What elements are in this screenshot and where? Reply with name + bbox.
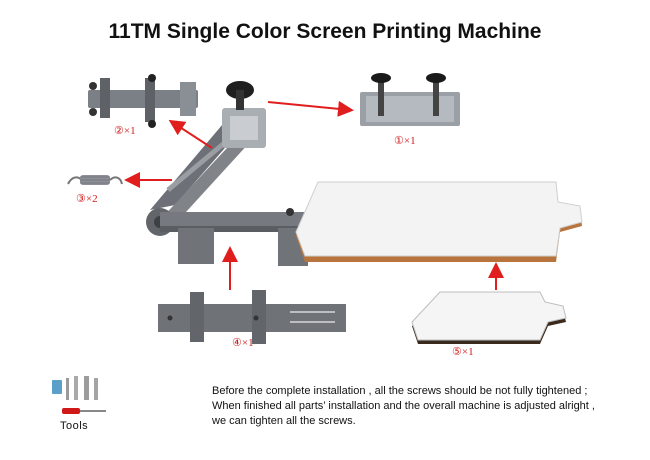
machine-frame (146, 81, 320, 266)
part-5-label: ⑤×1 (452, 346, 474, 358)
part-5-small-pallet (411, 291, 567, 344)
part-2-label: ②×1 (114, 125, 136, 137)
tools-icon (52, 376, 106, 414)
tools-label: Tools (60, 420, 89, 432)
part-1-label: ①×1 (394, 135, 416, 147)
installation-note: Before the complete installation , all t… (212, 384, 595, 429)
page-title: 11TM Single Color Screen Printing Machin… (108, 20, 542, 43)
note-line-1: Before the complete installation , all t… (212, 385, 588, 397)
part-1-clamp-block (360, 73, 460, 126)
part-4-label: ④×1 (232, 337, 254, 349)
part-4-base-plate (158, 290, 346, 344)
part-3-label: ③×2 (76, 193, 98, 205)
part-3-spring (67, 175, 123, 185)
part-2-clamp-bracket (88, 74, 198, 128)
pointer-arrows (124, 100, 504, 290)
main-pallet-board (295, 181, 583, 262)
note-line-3: we can tighten all the screws. (212, 415, 356, 427)
note-line-2: When finished all parts’ installation an… (212, 400, 595, 412)
